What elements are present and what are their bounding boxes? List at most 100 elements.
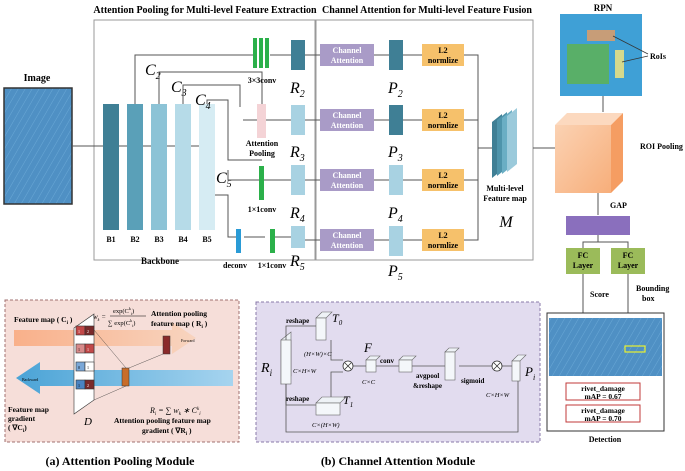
p2-block bbox=[389, 40, 403, 70]
bbox-label-1: Bounding bbox=[636, 284, 669, 293]
r4-block bbox=[291, 165, 305, 195]
t1-label: T1 bbox=[343, 393, 353, 409]
r4-label: R4 bbox=[289, 205, 305, 225]
pi-label: Pi bbox=[524, 364, 535, 382]
svg-text:L2: L2 bbox=[438, 111, 447, 120]
rpn-roi-green bbox=[567, 44, 609, 84]
channel-attention-title: Channel Attention for Multi-level Featur… bbox=[322, 5, 532, 16]
p4-block bbox=[389, 165, 403, 195]
bbox-label-2: box bbox=[642, 294, 654, 303]
p4-label: P4 bbox=[387, 205, 403, 225]
multiply-circle-1 bbox=[342, 360, 354, 372]
ri-label: Ri bbox=[260, 361, 273, 378]
detection-label: Detection bbox=[589, 435, 622, 444]
rpn-roi-yellow bbox=[615, 50, 624, 78]
grad-left-2: gradient bbox=[8, 414, 36, 423]
p3-label: P3 bbox=[387, 144, 403, 164]
detection-1-label: rivet_damage bbox=[581, 384, 625, 393]
f-dim: C×C bbox=[362, 379, 376, 386]
rois-label: RoIs bbox=[650, 52, 666, 61]
module-a-title: (a) Attention Pooling Module bbox=[46, 454, 196, 468]
f-label: F bbox=[363, 340, 373, 355]
fmap-label-1: Multi-level bbox=[486, 184, 524, 193]
module-b-panel bbox=[255, 301, 541, 443]
forward-label: Forward bbox=[181, 338, 195, 343]
svg-text:Attention: Attention bbox=[331, 121, 364, 130]
channel-attention-row-4: Channel Attention bbox=[320, 229, 374, 251]
ri-dim: C×H×W bbox=[293, 368, 317, 375]
r2-label: R2 bbox=[289, 80, 305, 100]
r2-block bbox=[291, 40, 305, 70]
svg-text:L2: L2 bbox=[438, 231, 447, 240]
backbone-label: Backbone bbox=[141, 256, 179, 266]
conv1x1-label: 1×1conv bbox=[248, 205, 277, 214]
conv3x3-label: 3×3conv bbox=[248, 76, 277, 85]
svg-text:Attention: Attention bbox=[331, 56, 364, 65]
channel-attention-row-1: Channel Attention bbox=[320, 44, 374, 66]
p-to-l2-lines bbox=[403, 54, 422, 241]
sigmoid-label: sigmoid bbox=[461, 377, 484, 385]
c3-label: C3 bbox=[171, 79, 187, 99]
rpn-roi-brown bbox=[587, 30, 615, 41]
l2-row-3: L2 normlize bbox=[422, 169, 464, 191]
svg-text:normlize: normlize bbox=[428, 241, 459, 250]
detection-result-2 bbox=[565, 404, 641, 423]
weight-numerator: exp(Cki) bbox=[113, 306, 134, 316]
r3-label: R3 bbox=[289, 144, 305, 164]
grad-left-1: Feature map bbox=[8, 405, 49, 414]
attention-cells bbox=[93, 329, 171, 401]
block-b2 bbox=[127, 104, 143, 230]
label-b5: B5 bbox=[202, 235, 211, 244]
l2-row-4: L2 normlize bbox=[422, 229, 464, 251]
forward-arrow bbox=[14, 322, 196, 354]
grad-left-3: ( ∇Ci) bbox=[8, 423, 27, 434]
t0-dim: (H×W)×C bbox=[304, 351, 332, 358]
grad-right-1: Attention pooling feature map bbox=[114, 416, 211, 425]
conv1x1b-label: 1×1conv bbox=[258, 261, 287, 270]
svg-text:2: 2 bbox=[87, 329, 89, 334]
d-symbol: D bbox=[83, 416, 92, 428]
grad-right-2: gradient ( ∇Ri ) bbox=[142, 426, 192, 437]
roi-pooling-cube bbox=[555, 113, 623, 193]
p5-label: P5 bbox=[387, 263, 403, 283]
channel-attention-row-2: Channel Attention bbox=[320, 109, 374, 131]
f-block bbox=[365, 355, 381, 373]
score-label: Score bbox=[590, 290, 609, 299]
conv1x1-block bbox=[259, 166, 264, 200]
svg-text:Channel: Channel bbox=[333, 46, 363, 55]
module-b-title: (b) Channel Attention Module bbox=[321, 454, 476, 468]
svg-text:1: 1 bbox=[78, 383, 80, 388]
detection-1-map: mAP = 0.67 bbox=[585, 392, 622, 401]
attn-pool-out-2: feature map ( Ri ) bbox=[151, 319, 208, 330]
svg-text:normlize: normlize bbox=[428, 121, 459, 130]
l2-to-fmap-lines bbox=[464, 54, 492, 241]
t1-block bbox=[315, 396, 347, 416]
svg-text:FC: FC bbox=[578, 251, 589, 260]
gap-label: GAP bbox=[610, 201, 627, 210]
conv-out-block bbox=[398, 355, 417, 373]
svg-text:normlize: normlize bbox=[428, 181, 459, 190]
avgpool-out-block bbox=[444, 347, 460, 381]
grid-values: 1 2 1 1 0 1 1 2 bbox=[78, 329, 89, 388]
block-b3 bbox=[151, 104, 167, 230]
block-b1 bbox=[103, 104, 119, 230]
p5-block bbox=[389, 226, 403, 256]
r-features bbox=[291, 40, 305, 248]
feature-grid bbox=[73, 313, 95, 415]
attention-pooling-frame bbox=[93, 19, 316, 261]
svg-text:Channel: Channel bbox=[333, 231, 363, 240]
weight-formula: wk = bbox=[93, 313, 106, 322]
reshape-bottom: reshape bbox=[286, 395, 309, 403]
detection-result-1 bbox=[565, 382, 641, 401]
module-b-lines bbox=[285, 325, 519, 433]
weight-denominator: ∑ exp(Cki) bbox=[108, 318, 135, 328]
fmap-symbol: M bbox=[498, 214, 514, 231]
conv3x3-block bbox=[253, 38, 269, 68]
p2-label: P2 bbox=[387, 80, 403, 100]
svg-text:1: 1 bbox=[78, 347, 80, 352]
r5-label: R5 bbox=[289, 253, 305, 273]
svg-text:Layer: Layer bbox=[573, 261, 594, 270]
fc-to-detection-lines bbox=[582, 274, 629, 313]
backbone: B1 B2 B3 B4 B5 Backbone bbox=[103, 104, 215, 266]
